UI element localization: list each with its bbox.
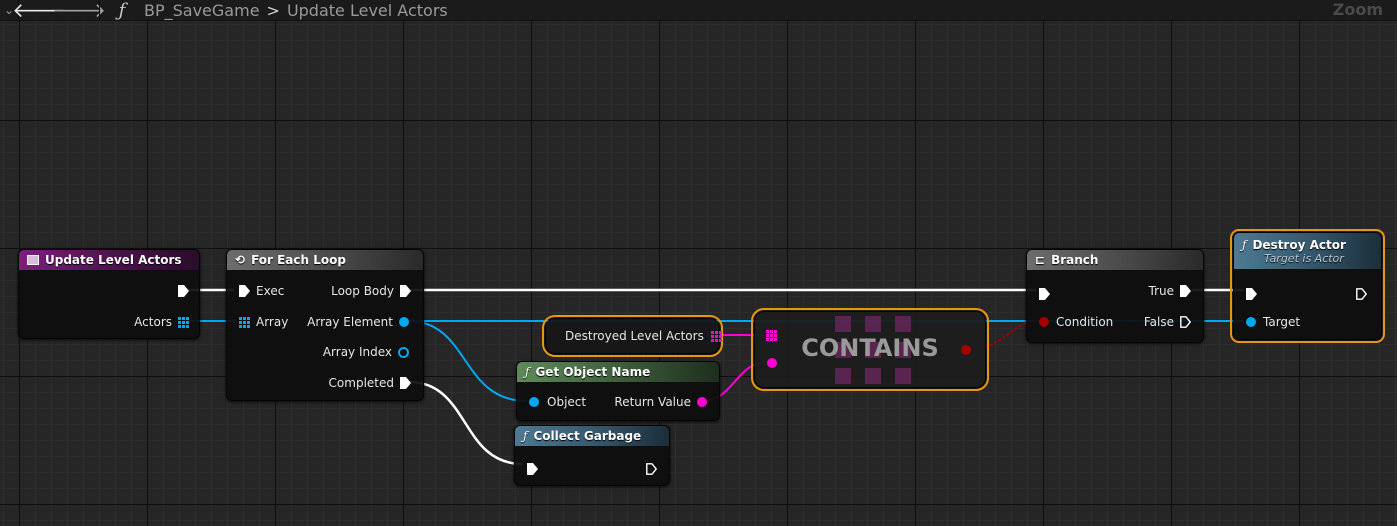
exec-pin-icon xyxy=(178,285,189,297)
name-pin-icon xyxy=(697,397,707,407)
wire-exec-completed-to-gc xyxy=(408,380,524,466)
node-destroy-actor[interactable]: ƒ Destroy Actor Target is Actor Target xyxy=(1230,229,1385,343)
editor-toolbar: ⌄ 🡐 🡒 ƒ BP_SaveGame > Update Level Actor… xyxy=(0,0,1397,22)
pin-label: Array xyxy=(256,315,289,329)
node-header: ⟲ For Each Loop xyxy=(227,250,423,270)
object-pin-icon xyxy=(529,397,539,407)
node-update-level-actors[interactable]: Update Level Actors Actors xyxy=(18,249,200,339)
node-for-each-loop[interactable]: ⟲ For Each Loop Exec Array Loop Body Arr… xyxy=(226,249,424,401)
pin-label: Target xyxy=(1263,315,1301,329)
pin-return-value[interactable]: Return Value xyxy=(614,394,707,410)
pin-exec-in[interactable]: Exec xyxy=(239,283,284,299)
wire-element-to-object xyxy=(407,320,528,402)
exec-in-pin[interactable] xyxy=(527,460,538,475)
pin-label: Completed xyxy=(328,376,394,390)
function-icon: ƒ xyxy=(118,0,126,21)
exec-pin-icon xyxy=(400,285,411,297)
node-branch[interactable]: ⊏ Branch Condition True False xyxy=(1026,249,1204,343)
contains-node-watermark xyxy=(835,316,911,384)
exec-in-pin[interactable] xyxy=(1039,285,1050,300)
exec-pin-icon xyxy=(1180,285,1191,297)
pin-target[interactable]: Target xyxy=(1246,314,1300,330)
integer-pin-icon xyxy=(398,346,409,358)
variable-name: Destroyed Level Actors xyxy=(565,329,704,343)
node-header: ƒ Destroy Actor Target is Actor xyxy=(1234,233,1381,269)
node-title: Update Level Actors xyxy=(45,253,182,267)
array-pin-icon xyxy=(710,330,722,342)
exec-in-pin[interactable] xyxy=(1246,285,1257,300)
variable-getter[interactable]: Destroyed Level Actors xyxy=(565,328,722,344)
breadcrumb-function[interactable]: Update Level Actors xyxy=(286,0,448,20)
loop-icon: ⟲ xyxy=(235,253,246,267)
toolbar-divider xyxy=(99,0,100,20)
pin-label: Object xyxy=(547,395,587,409)
node-title: Get Object Name xyxy=(535,365,651,379)
pin-true[interactable]: True xyxy=(1148,283,1191,299)
chevron-down-icon[interactable]: ⌄ xyxy=(3,3,15,17)
node-header: ⊏ Branch xyxy=(1027,250,1203,270)
pin-actors[interactable]: Actors xyxy=(134,314,189,330)
branch-icon: ⊏ xyxy=(1035,253,1046,267)
back-arrow-icon[interactable]: 🡐 xyxy=(12,0,66,22)
function-icon: ƒ xyxy=(1242,237,1247,252)
pin-label: Array Index xyxy=(322,345,392,359)
node-contains[interactable]: CONTAINS xyxy=(751,308,989,391)
event-icon xyxy=(27,255,39,265)
pin-completed[interactable]: Completed xyxy=(329,375,411,391)
pin-exec-out[interactable] xyxy=(178,283,189,299)
pin-object[interactable]: Object xyxy=(529,394,586,410)
pin-label: Return Value xyxy=(614,395,691,409)
breadcrumb-blueprint[interactable]: BP_SaveGame xyxy=(144,0,260,20)
function-icon: ƒ xyxy=(525,365,530,379)
node-title: Branch xyxy=(1051,253,1099,267)
pin-label: Actors xyxy=(134,315,172,329)
pin-label: True xyxy=(1148,284,1175,298)
forward-arrow-icon[interactable]: 🡒 xyxy=(52,0,106,22)
node-title: Collect Garbage xyxy=(533,429,642,443)
node-title: Destroy Actor xyxy=(1252,237,1346,252)
array-pin-icon xyxy=(239,316,250,328)
node-subtitle: Target is Actor xyxy=(1264,251,1344,265)
exec-pin-icon xyxy=(239,285,250,297)
pin-loop-body[interactable]: Loop Body xyxy=(331,283,411,299)
bool-pin-icon xyxy=(1039,317,1049,327)
exec-pin-icon xyxy=(400,377,411,389)
node-header: Update Level Actors xyxy=(19,250,199,270)
name-input-pin[interactable] xyxy=(767,358,777,368)
pin-label: Array Element xyxy=(307,315,393,329)
node-title: For Each Loop xyxy=(251,253,346,267)
pin-array-element[interactable]: Array Element xyxy=(307,314,409,330)
pin-label: False xyxy=(1143,315,1174,329)
breadcrumb-separator: > xyxy=(266,0,280,20)
array-input-pin[interactable] xyxy=(766,330,777,341)
pin-array-index[interactable]: Array Index xyxy=(323,344,409,360)
exec-pin-icon xyxy=(1180,316,1192,328)
array-pin-icon xyxy=(178,316,189,328)
function-icon: ƒ xyxy=(523,429,528,443)
exec-out-pin[interactable] xyxy=(1356,285,1368,300)
pin-false[interactable]: False xyxy=(1143,314,1192,330)
pin-array[interactable]: Array xyxy=(239,314,288,330)
object-pin-icon xyxy=(1246,317,1256,327)
node-header: ƒ Collect Garbage xyxy=(515,426,669,446)
pin-label: Loop Body xyxy=(331,284,394,298)
node-get-object-name[interactable]: ƒ Get Object Name Object Return Value xyxy=(516,361,720,421)
toolbar-divider xyxy=(18,0,19,20)
node-title: CONTAINS xyxy=(801,334,939,362)
node-header: ƒ Get Object Name xyxy=(517,362,719,382)
bool-output-pin[interactable] xyxy=(961,345,971,355)
wire-contains-to-condition xyxy=(969,320,1041,350)
node-collect-garbage[interactable]: ƒ Collect Garbage xyxy=(514,425,670,486)
pin-condition[interactable]: Condition xyxy=(1039,314,1113,330)
pin-label: Condition xyxy=(1056,315,1114,329)
exec-out-pin[interactable] xyxy=(646,460,658,475)
pin-label: Exec xyxy=(256,284,285,298)
node-destroyed-level-actors[interactable]: Destroyed Level Actors xyxy=(542,315,723,357)
object-pin-icon xyxy=(399,317,409,327)
zoom-label: Zoom xyxy=(1332,0,1383,19)
